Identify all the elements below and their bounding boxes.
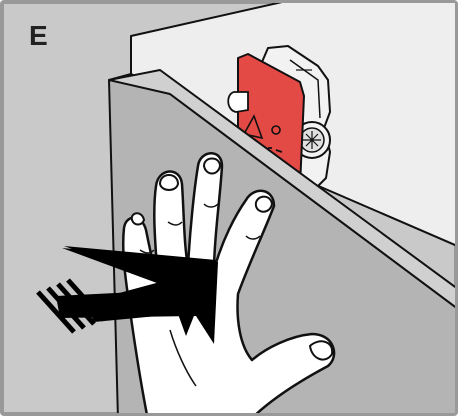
step-label: E <box>29 22 48 50</box>
